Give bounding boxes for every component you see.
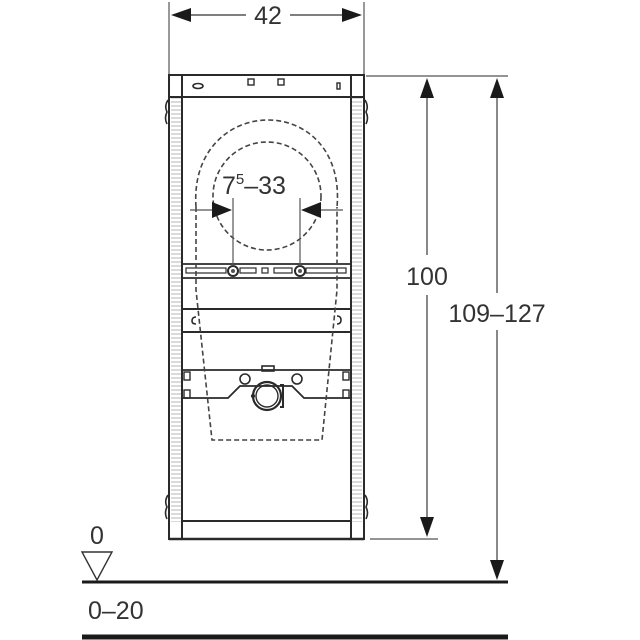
floor-level-label: 0 [90,522,104,550]
arrow-right-icon [212,202,232,218]
frame-height-dimension: 100 [366,75,508,540]
arrow-up-icon [420,78,434,98]
supply-bracket [182,263,351,279]
slot-icon [192,82,204,90]
overall-height-label: 109–127 [448,300,545,328]
pipe-spacing-dimension: 75–33 [190,171,343,266]
mounting-rails [182,308,351,333]
frame-height-label: 100 [406,263,448,291]
floor-level-marker: 0 [80,522,114,582]
level-triangle-icon [80,551,114,582]
arrow-down-icon [420,517,434,537]
width-dimension: 42 [168,2,365,74]
width-label: 42 [254,2,282,30]
installation-frame [164,74,369,541]
arrow-down-icon [490,560,504,580]
overall-height-dimension: 109–127 [448,78,546,580]
drain-bracket [182,365,351,412]
floor-offset-label: 0–20 [88,597,144,625]
arrow-right-icon [342,8,362,22]
arrow-left-icon [171,8,191,22]
arrow-up-icon [490,78,504,98]
toilet-outline [195,119,339,441]
pipe-spacing-label: 75–33 [222,171,286,200]
arrow-left-icon [301,202,321,218]
